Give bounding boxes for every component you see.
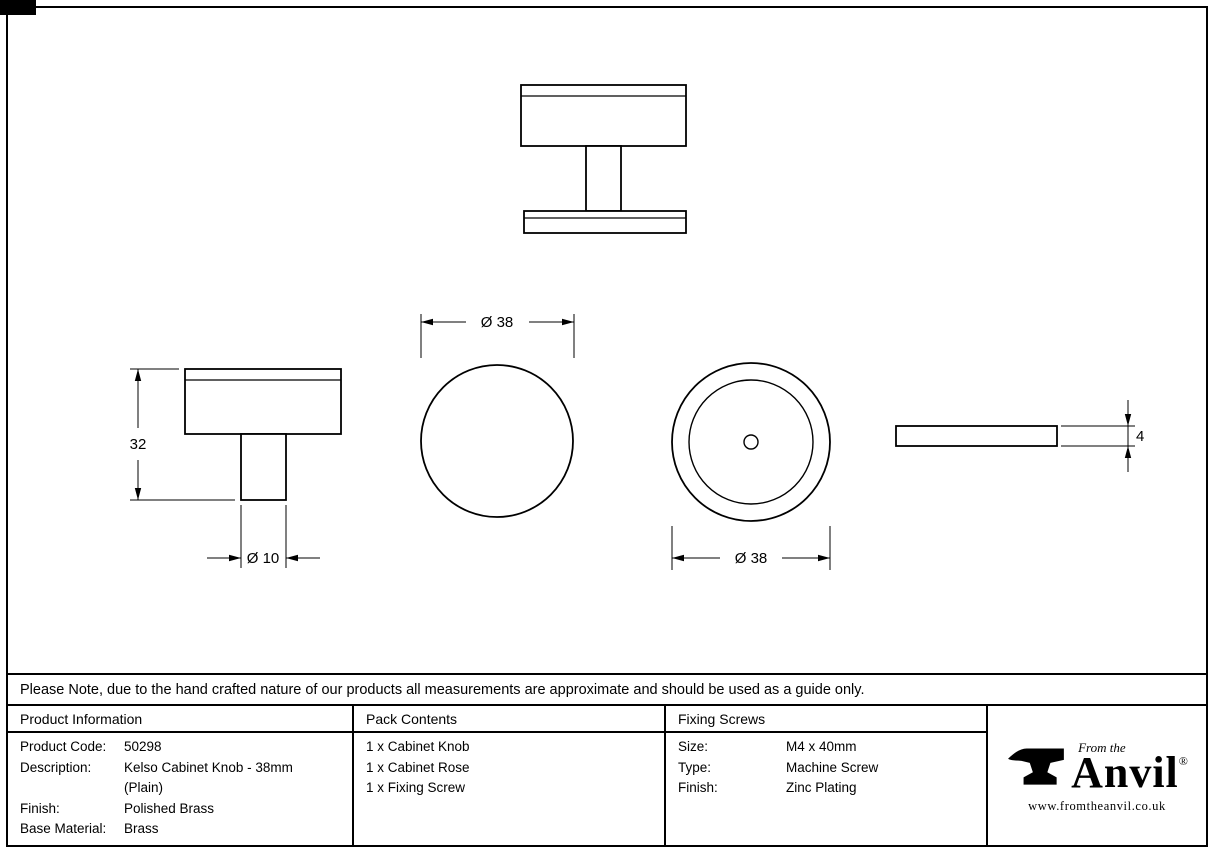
row-value: Kelso Cabinet Knob - 38mm [124, 759, 293, 775]
row-value: M4 x 40mm [786, 739, 857, 754]
fixing-screws-header: Fixing Screws [666, 706, 986, 733]
brand-logo: From the Anvil ® [1006, 738, 1188, 798]
pack-contents-header: Pack Contents [354, 706, 664, 733]
row-label: Size: [678, 739, 709, 754]
product-information-body: Product Code: 50298 Description: Kelso C… [8, 733, 352, 840]
row-label: Description: [20, 759, 92, 775]
technical-drawing: 32 Ø 10 Ø 38 [130, 84, 1144, 570]
row-label: Base Material: [20, 821, 107, 836]
rose-side-view [895, 425, 1058, 447]
dim-rose-thickness-label: 4 [1136, 428, 1144, 445]
table-row: Description: Kelso Cabinet Knob - 38mm [20, 758, 346, 779]
fixing-screws-body: Size: M4 x 40mm Type: Machine Screw Fini… [666, 733, 986, 799]
row-value: Zinc Plating [786, 780, 857, 795]
dim-rose-diameter [671, 526, 831, 570]
row-label: Product Code: [20, 739, 107, 754]
brand-cell: From the Anvil ® www.fromtheanvil.co.uk [986, 706, 1206, 845]
row-value: Polished Brass [124, 800, 215, 816]
brand-website: www.fromtheanvil.co.uk [1028, 798, 1166, 813]
dim-stem-diameter [207, 505, 320, 568]
table-row: (Plain) [20, 778, 346, 799]
table-row: Size: M4 x 40mm [678, 737, 980, 758]
list-item: 1 x Cabinet Rose [366, 759, 470, 775]
product-information-section: Product Information Product Code: 50298 … [8, 706, 352, 845]
dim-knob-diameter-label: Ø 38 [481, 314, 514, 331]
table-row: Finish: Zinc Plating [678, 778, 980, 799]
product-information-header: Product Information [8, 706, 352, 733]
row-label [20, 778, 124, 799]
note-bar: Please Note, due to the hand crafted nat… [8, 673, 1206, 704]
row-label: Finish: [20, 800, 60, 816]
knob-assembled-side-view [520, 84, 687, 234]
row-label: Finish: [678, 780, 718, 795]
knob-face-view [420, 364, 574, 518]
list-item: 1 x Cabinet Knob [366, 739, 470, 754]
print-mark [0, 0, 36, 15]
table-row: Finish: Polished Brass [20, 799, 346, 820]
sheet-frame: 32 Ø 10 Ø 38 [6, 6, 1208, 847]
table-row: Product Code: 50298 [20, 737, 346, 758]
brand-wordmark: From the Anvil ® [1071, 740, 1188, 798]
dim-knob-height [130, 368, 235, 501]
info-table: Product Information Product Code: 50298 … [8, 704, 1206, 845]
registered-mark: ® [1178, 754, 1188, 769]
row-value: 50298 [124, 739, 162, 754]
table-row: Base Material: Brass [20, 819, 346, 840]
brand-tagline: From the [1078, 740, 1126, 756]
dim-knob-diameter [420, 314, 575, 358]
technical-drawing-area: 32 Ø 10 Ø 38 [8, 8, 1206, 673]
dim-rose-thickness [1061, 400, 1135, 472]
note-text: Please Note, due to the hand crafted nat… [20, 681, 865, 698]
dim-knob-height-label: 32 [130, 436, 147, 453]
row-value: (Plain) [124, 780, 164, 795]
brand-name: Anvil [1071, 748, 1179, 798]
dim-stem-diameter-label: Ø 10 [247, 550, 280, 567]
rose-face-view [671, 362, 831, 522]
row-value: Machine Screw [786, 759, 879, 775]
row-value: Brass [124, 821, 159, 836]
knob-side-view [184, 368, 342, 501]
pack-contents-section: Pack Contents 1 x Cabinet Knob 1 x Cabin… [352, 706, 664, 845]
pack-contents-body: 1 x Cabinet Knob 1 x Cabinet Rose 1 x Fi… [354, 733, 664, 799]
anvil-icon [1008, 747, 1064, 785]
fixing-screws-section: Fixing Screws Size: M4 x 40mm Type: Mach… [664, 706, 986, 845]
dim-rose-diameter-label: Ø 38 [735, 550, 768, 567]
list-item: 1 x Fixing Screw [366, 780, 466, 795]
row-label: Type: [678, 759, 712, 775]
table-row: Type: Machine Screw [678, 758, 980, 779]
